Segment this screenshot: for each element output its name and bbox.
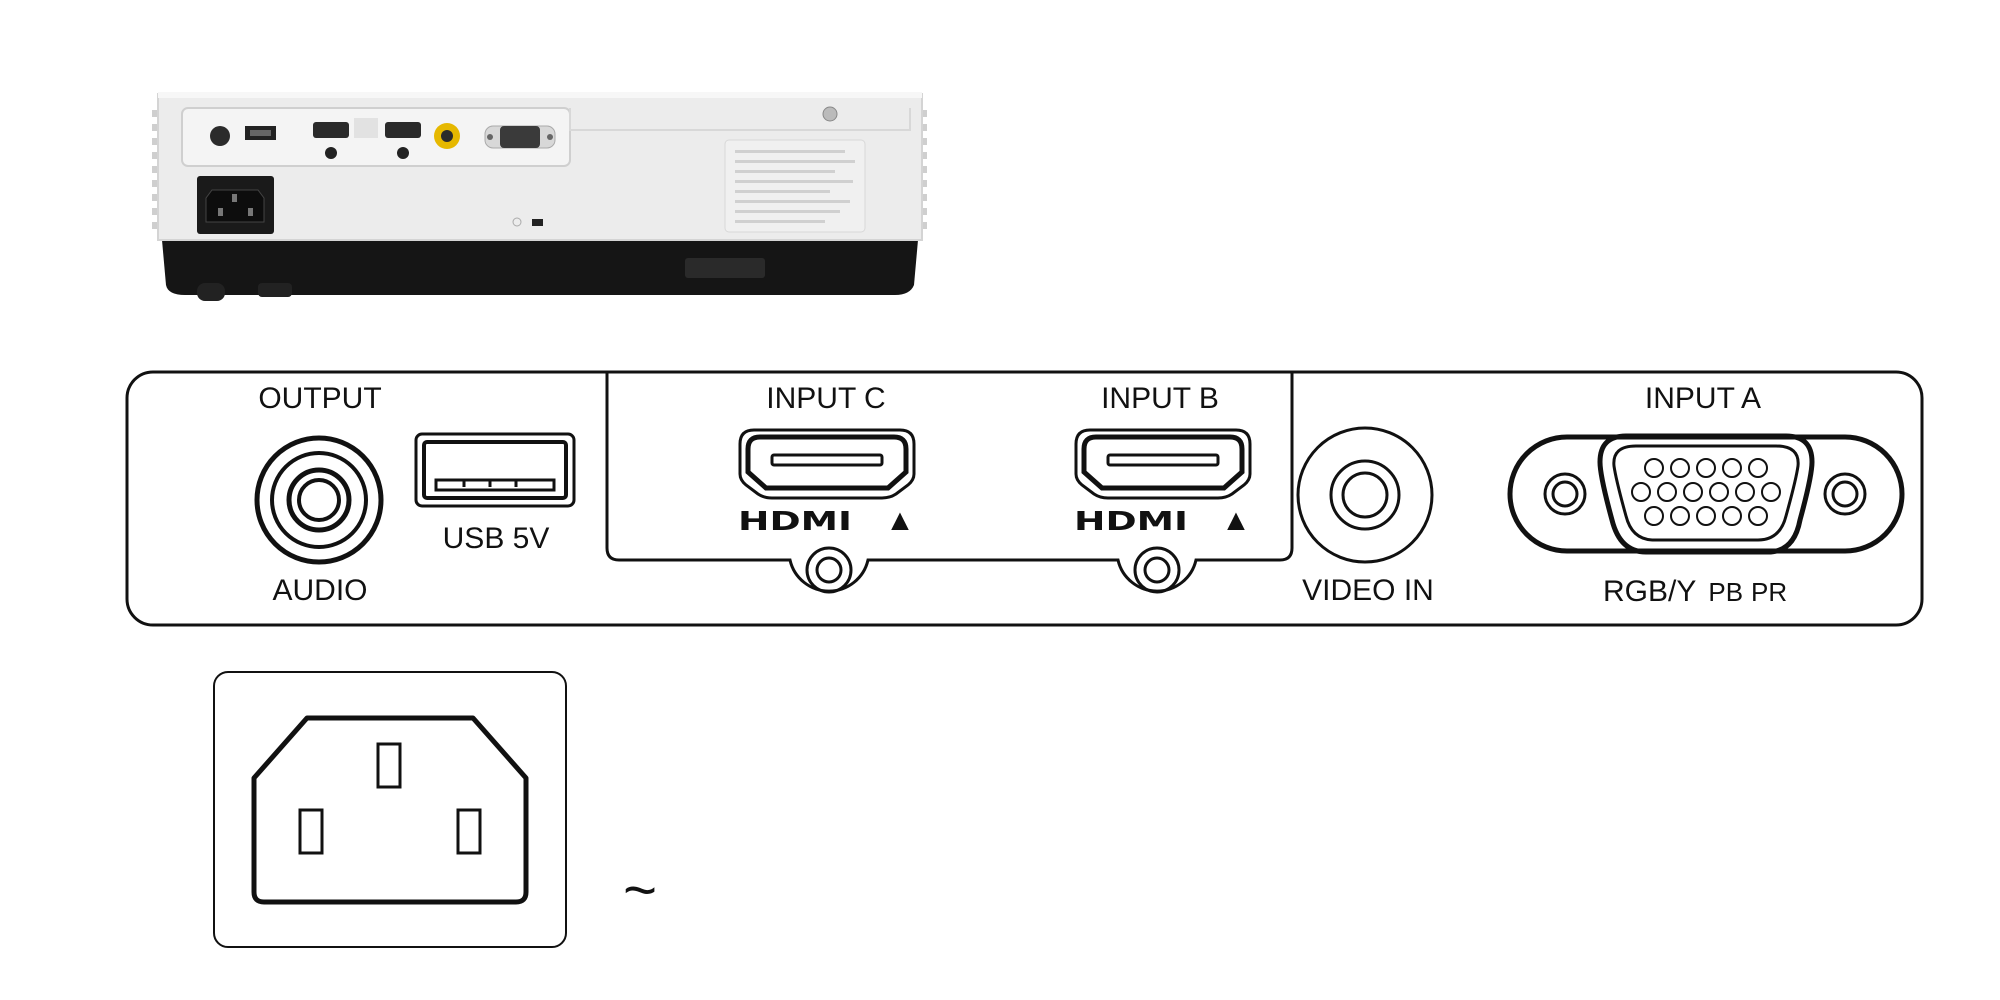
input-b-label: INPUT B: [1101, 382, 1219, 415]
pr-label: PR: [1751, 577, 1787, 607]
front-slot: [685, 258, 765, 278]
output-label: OUTPUT: [258, 382, 381, 415]
ac-inlet-diagram: [213, 671, 567, 948]
hdmi-arrow-icon: ▲: [885, 504, 915, 537]
panel-screw: [1133, 546, 1181, 594]
hdmi-port-icon: [385, 122, 421, 138]
input-a-label: INPUT A: [1645, 382, 1761, 415]
projector-foot-right: [258, 283, 292, 297]
projector-base: [162, 240, 918, 295]
connector-panel: [125, 370, 1924, 627]
hdmi-logo: HDMI: [1074, 507, 1188, 537]
usb-port-icon: [414, 432, 576, 508]
ac-pin-right: [456, 808, 482, 855]
audio-jack-icon: [210, 126, 230, 146]
panel-screw: [805, 546, 853, 594]
ac-pin-earth: [376, 742, 402, 789]
vga-port-icon: [1507, 433, 1905, 555]
hdmi-port-icon: [1074, 428, 1252, 500]
input-c-label: INPUT C: [766, 382, 885, 415]
video-in-label: VIDEO IN: [1302, 574, 1434, 607]
hdmi-subpanel-outline: [605, 372, 1294, 593]
hdmi-logo: HDMI: [738, 507, 852, 537]
audio-label: AUDIO: [272, 574, 367, 607]
ac-inlet-frame: [213, 671, 567, 948]
hdmi-port-icon: [738, 428, 916, 500]
ac-inlet-icon: [251, 715, 529, 905]
ac-pin-left: [298, 808, 324, 855]
hdmi-arrow-icon: ▲: [1221, 504, 1251, 537]
panel-labels: OUTPUT AUDIO USB 5V INPUT C INPUT B HDMI…: [258, 382, 1787, 608]
usb-label: USB 5V: [443, 522, 550, 555]
rgb-label: RGB/Y: [1603, 575, 1696, 608]
panel-outline: [125, 370, 1924, 627]
audio-jack-icon: [254, 435, 384, 565]
rca-video-jack-icon: [1296, 426, 1434, 564]
security-slot: [532, 219, 543, 226]
hdmi-port-icon: [313, 122, 349, 138]
projector-foot-left: [197, 283, 225, 301]
alternating-current-icon: ~: [623, 858, 657, 923]
vga-port-icon: [500, 126, 540, 148]
label-sticker: [724, 139, 866, 233]
rgb-y-label: RGB/Y PB PR: [1603, 575, 1787, 608]
projector-rear-photo: [152, 92, 927, 301]
screw: [822, 106, 838, 122]
pb-label: PB: [1708, 577, 1743, 607]
